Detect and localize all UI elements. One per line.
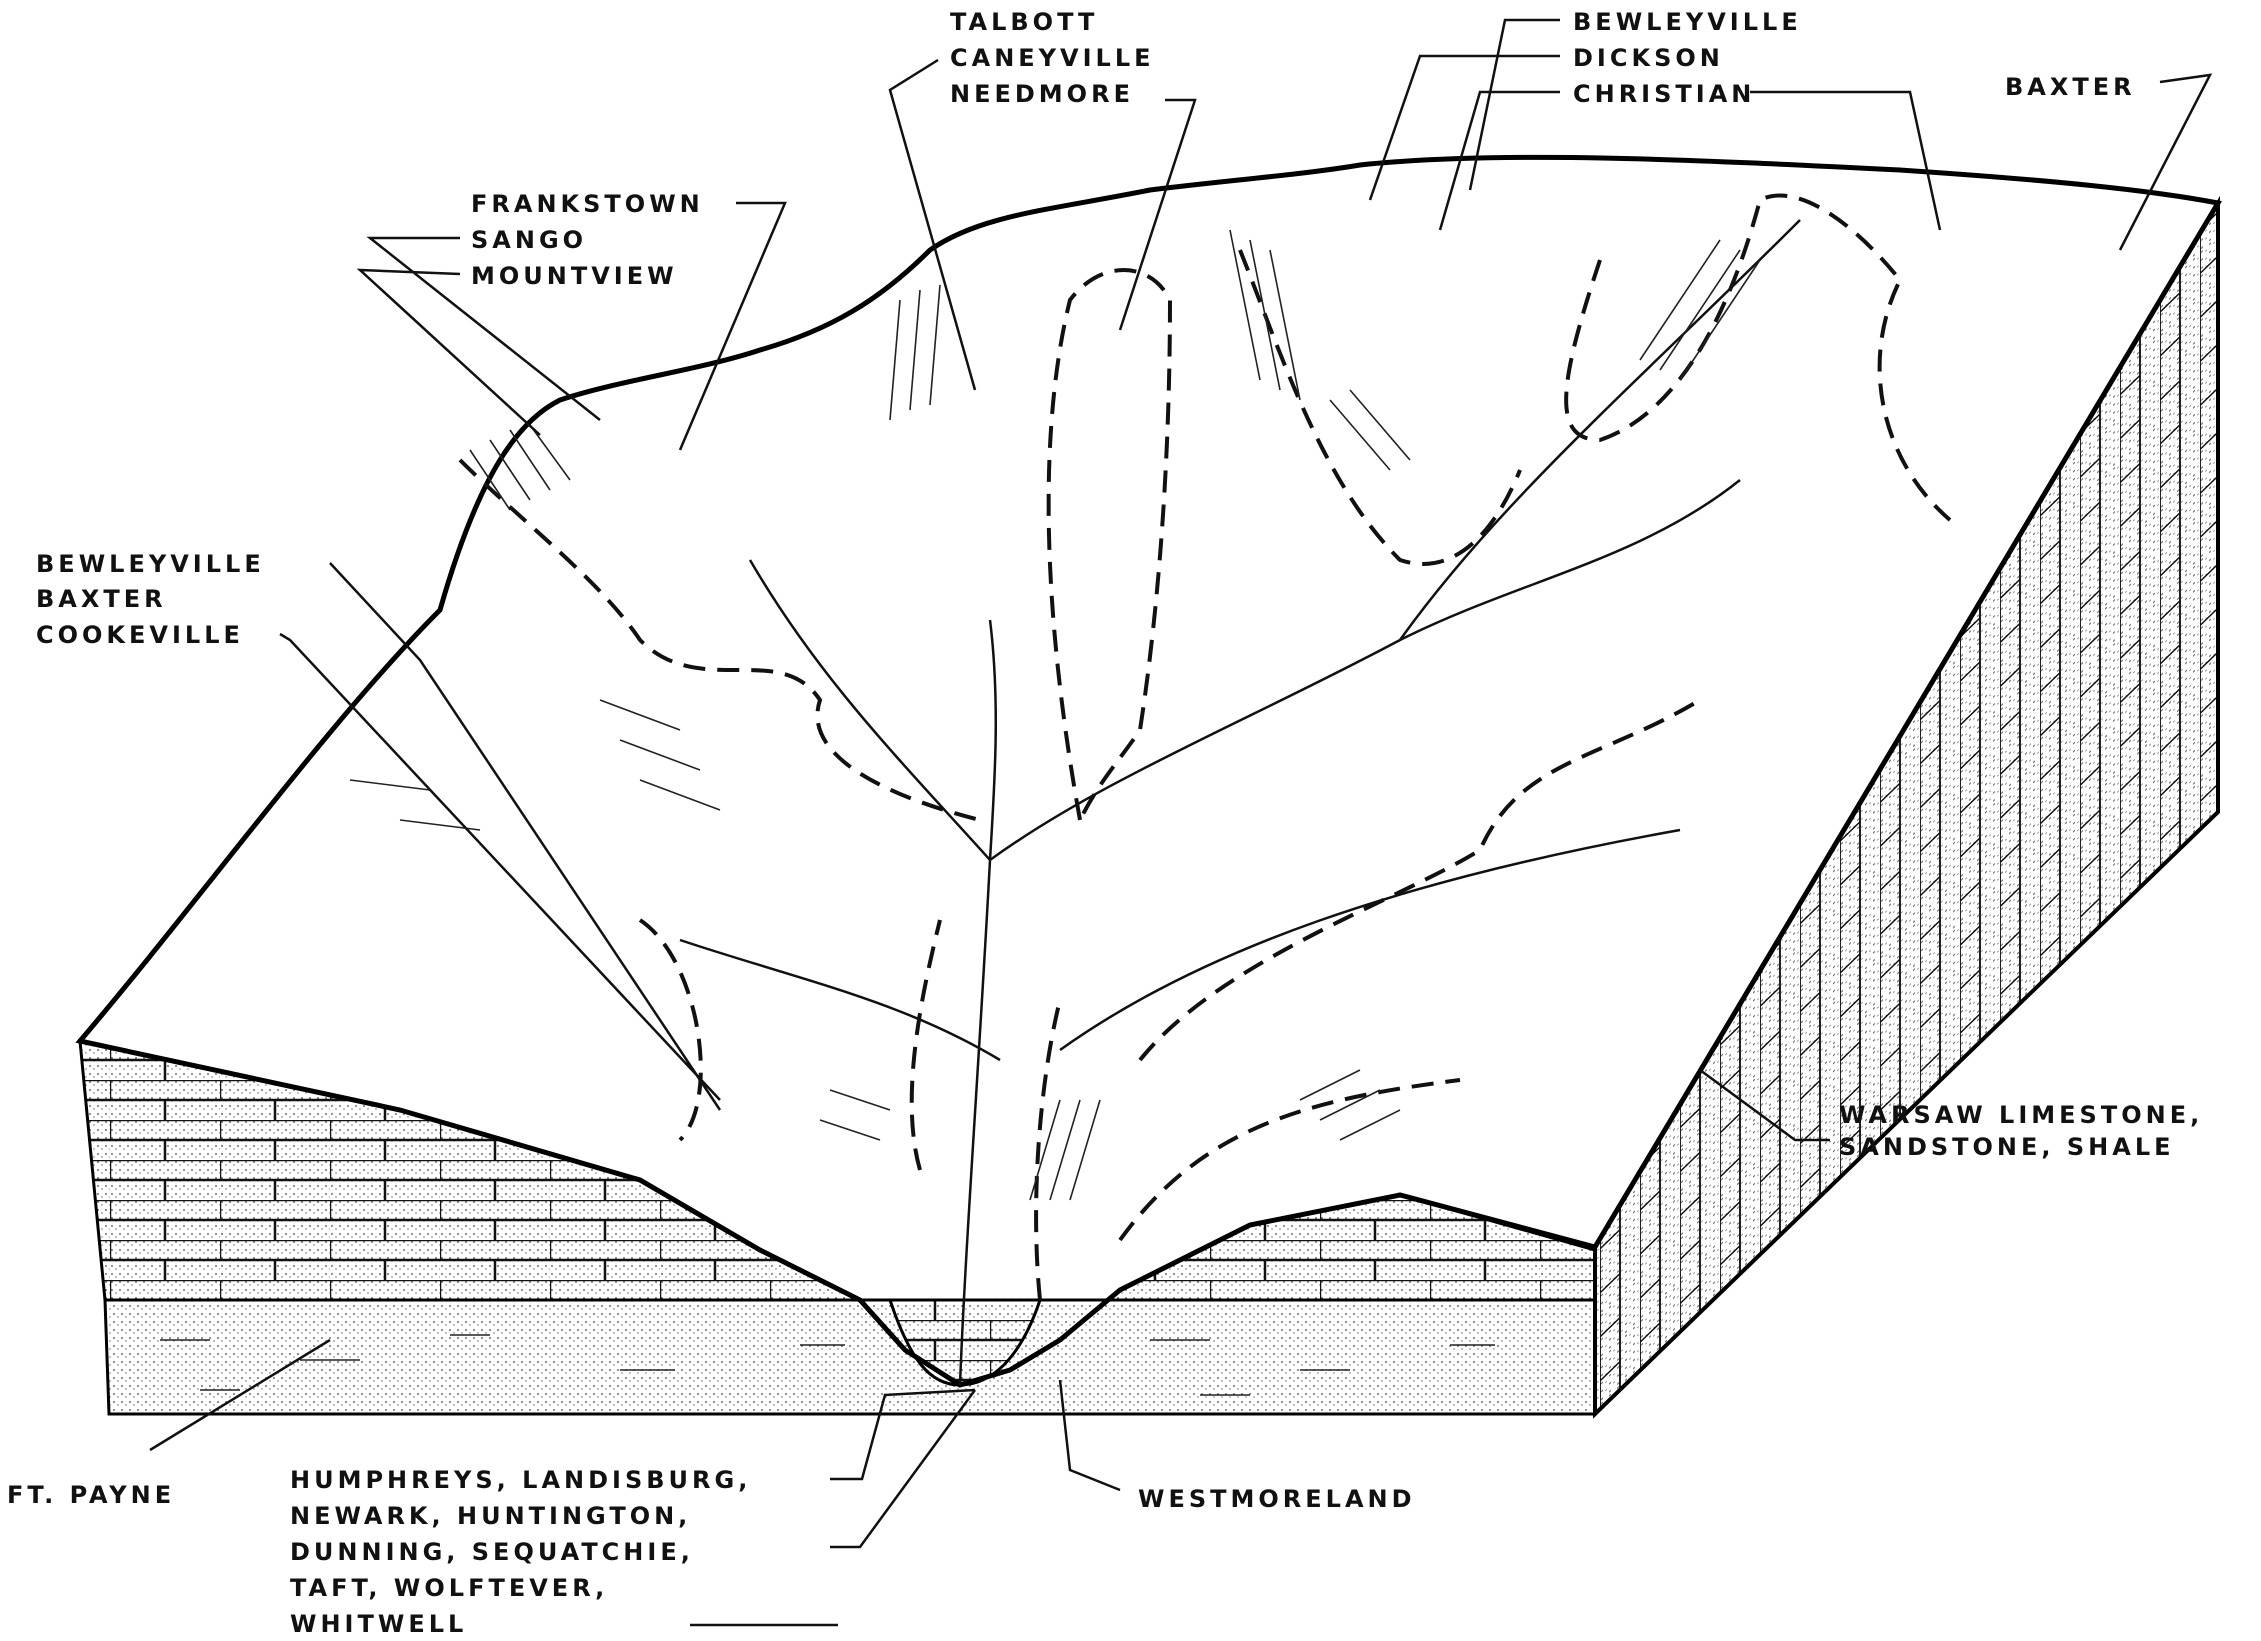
soil-labels: TALBOTT CANEYVILLE NEEDMORE BEWLEYVILLE … [7, 8, 2203, 1638]
label-bewleyville-left: BEWLEYVILLE [36, 550, 265, 578]
label-sango: SANGO [471, 226, 587, 254]
leader-lines [149, 18, 2213, 1627]
label-baxter-left: BAXTER [36, 585, 167, 613]
shale-dashes [160, 1334, 1495, 1396]
label-warsaw-1: WARSAW LIMESTONE, [1839, 1101, 2203, 1129]
label-bewleyville-top: BEWLEYVILLE [1573, 8, 1802, 36]
label-ft-payne: FT. PAYNE [7, 1481, 175, 1509]
label-talbott: TALBOTT [950, 8, 1098, 36]
label-warsaw-2: SANDSTONE, SHALE [1839, 1133, 2175, 1161]
label-christian: CHRISTIAN [1573, 80, 1755, 108]
label-mountview: MOUNTVIEW [471, 262, 678, 290]
label-cookeville: COOKEVILLE [36, 621, 244, 649]
label-dickson: DICKSON [1573, 44, 1724, 72]
label-bottomland-1: HUMPHREYS, LANDISBURG, [290, 1466, 751, 1494]
label-needmore: NEEDMORE [950, 80, 1134, 108]
label-bottomland-3: DUNNING, SEQUATCHIE, [290, 1538, 694, 1566]
label-baxter-top: BAXTER [2005, 73, 2136, 101]
label-bottomland-4: TAFT, WOLFTEVER, [290, 1574, 608, 1602]
label-bottomland-5: WHITWELL [290, 1610, 467, 1638]
label-caneyville: CANEYVILLE [950, 44, 1155, 72]
right-face [1593, 195, 2220, 1419]
label-frankstown: FRANKSTOWN [471, 190, 704, 218]
slope-hachures [349, 229, 1761, 1201]
land-surface [75, 154, 2222, 1388]
label-westmoreland: WESTMORELAND [1138, 1485, 1416, 1513]
label-bottomland-2: NEWARK, HUNTINGTON, [290, 1502, 691, 1530]
